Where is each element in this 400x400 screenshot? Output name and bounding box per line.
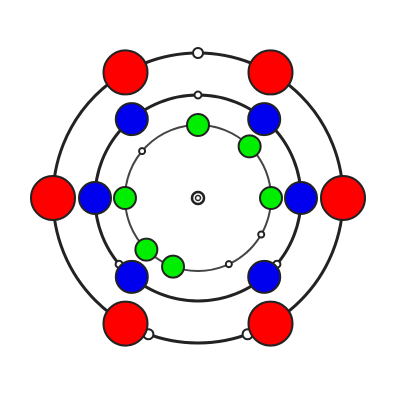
inner-ring-circle-3 — [259, 186, 283, 210]
outer-ring-circle-6 — [102, 300, 149, 347]
outer-ring-circle-2 — [102, 49, 149, 96]
middle-ring-circle-3 — [284, 181, 318, 215]
inner-ring-circle-4 — [113, 186, 137, 210]
outer-ring-circle-1 — [247, 49, 294, 96]
inner-ring-marker-2 — [224, 260, 233, 269]
inner-ring-circle-6 — [161, 254, 186, 279]
middle-ring-circle-4 — [78, 181, 112, 215]
inner-ring-marker-1 — [138, 147, 147, 156]
inner-ring-circle-1 — [186, 113, 210, 137]
middle-ring-circle-2 — [114, 102, 149, 137]
middle-ring-circle-1 — [247, 102, 282, 137]
inner-ring-circle-2 — [237, 134, 262, 159]
center-marker-inner — [194, 194, 202, 202]
outer-ring-circle-4 — [30, 175, 76, 221]
inner-ring-marker-3 — [257, 230, 266, 239]
middle-ring-circle-6 — [114, 259, 149, 294]
middle-ring-marker-1 — [193, 90, 203, 100]
middle-ring-circle-5 — [247, 259, 282, 294]
inner-ring-circle-5 — [134, 237, 159, 262]
outer-ring-circle-5 — [247, 300, 294, 347]
outer-ring-circle-3 — [320, 175, 366, 221]
outer-ring-marker-1 — [192, 47, 204, 59]
